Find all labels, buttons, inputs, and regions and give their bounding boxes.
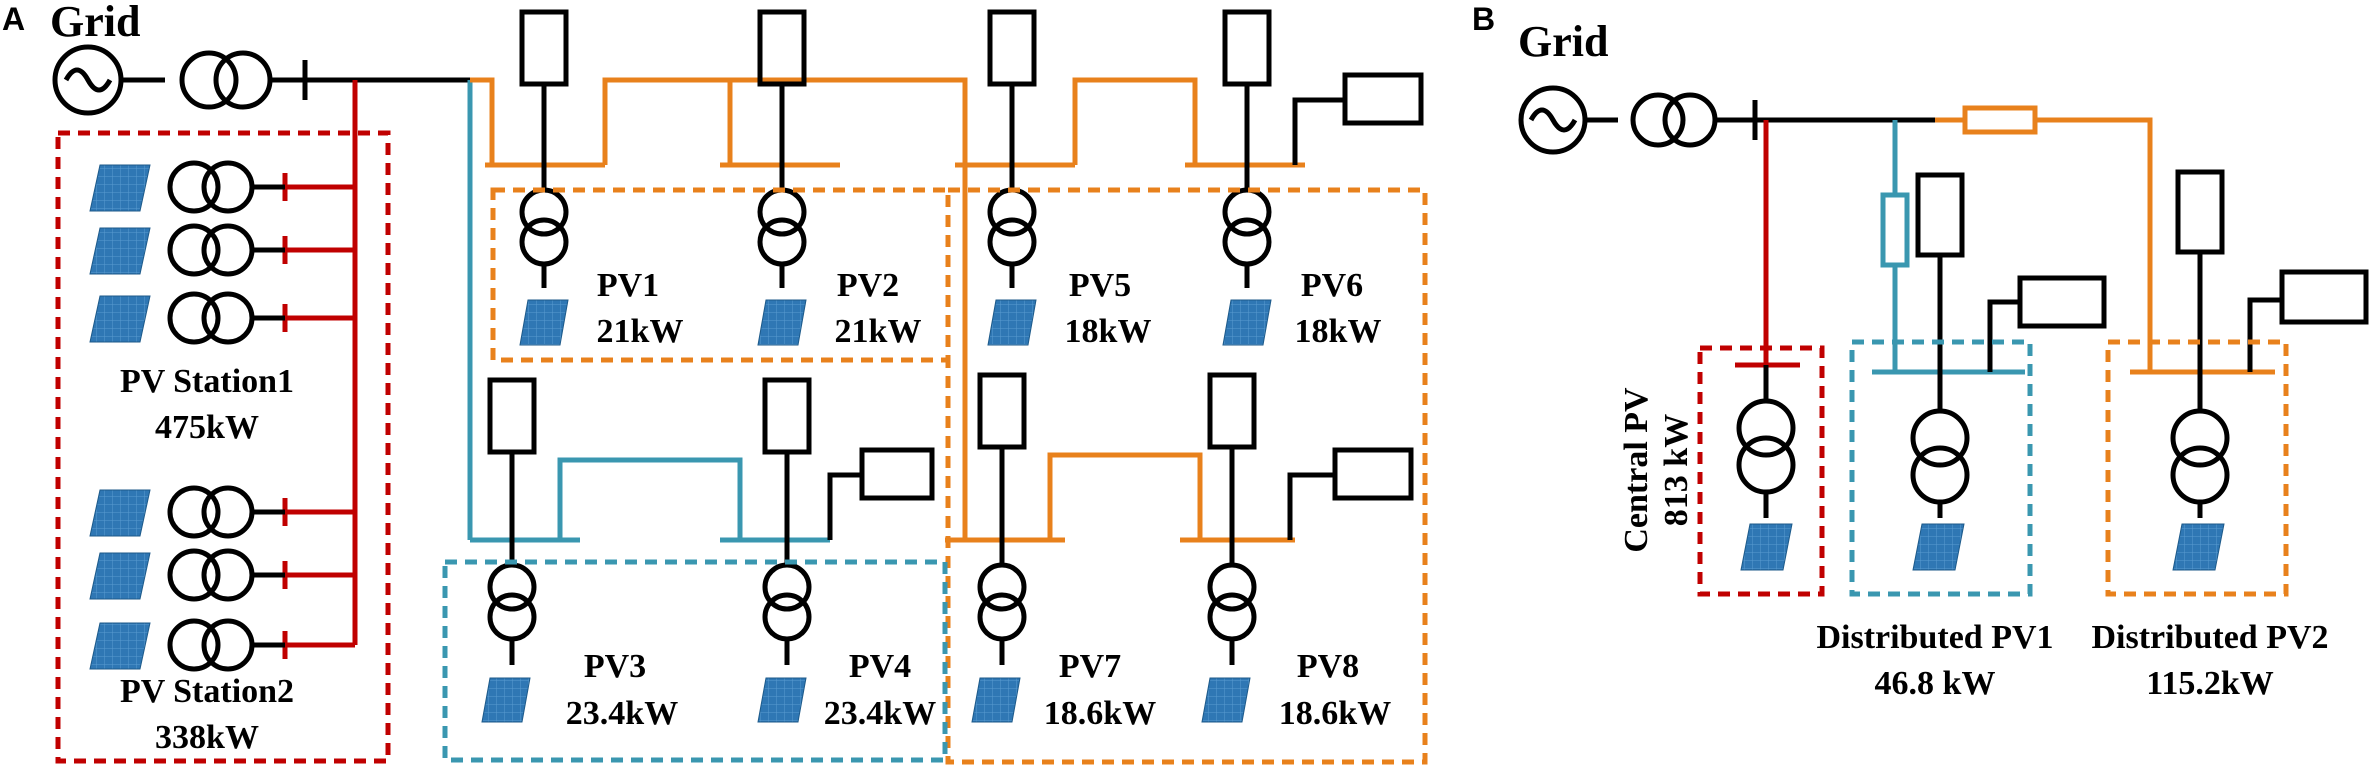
pv-power: 18.6kW: [1279, 695, 1391, 732]
pv-name: PV1: [597, 267, 659, 304]
panel-a-central-station-box: [55, 130, 391, 764]
solar-panel-icon: [481, 677, 531, 723]
pv-name: PV3: [584, 648, 646, 685]
solar-panel-icon: [1740, 523, 1793, 571]
solar-panel-icon: [89, 552, 151, 600]
solar-panel-icon: [89, 295, 151, 343]
solar-panel-icon: [987, 299, 1037, 346]
panel-b-distributed2-box: [2105, 339, 2289, 597]
panel-a-letter: A: [2, 1, 25, 37]
pv-name: PV8: [1297, 648, 1359, 685]
pv-power: 23.4kW: [566, 695, 678, 732]
panel-b-central-label: Central PV 813 kW: [1618, 387, 1695, 553]
panel-b-central-box: [1697, 345, 1825, 597]
panel-a-grid-source: [52, 44, 470, 116]
solar-panel-icon: [1912, 523, 1965, 571]
panel-b-grid-label: Grid: [1518, 17, 1608, 66]
pv-name: PV7: [1059, 648, 1121, 685]
central-power: 813 kW: [1658, 414, 1695, 526]
panel-a-station2-power: 338kW: [155, 719, 259, 756]
panel-b-central-feeder: [1735, 120, 1800, 368]
panel-a-group-box-pv3-pv4: [442, 559, 948, 763]
pv-power: 23.4kW: [824, 695, 936, 732]
panel-a-group-box-pv1-pv2: [490, 187, 951, 363]
panel-a-station-units: [89, 160, 285, 672]
panel-a-bottom-substations: [487, 372, 1414, 665]
panel-a-top-pv-panels: [519, 299, 1272, 346]
pv-name: PV5: [1069, 267, 1131, 304]
pv-name: PV2: [837, 267, 899, 304]
solar-panel-icon: [1222, 299, 1272, 346]
pv-power: 21kW: [597, 313, 684, 350]
panel-a-pv-labels: PV1 21kW PV2 21kW PV5 18kW PV6 18kW PV3 …: [566, 267, 1391, 732]
panel-a-station1-power: 475kW: [155, 409, 259, 446]
panel-b-pv-panels: [1740, 523, 2225, 571]
pv-name: PV4: [849, 648, 911, 685]
dist2-name: Distributed PV2: [2091, 619, 2328, 656]
solar-panel-icon: [519, 299, 569, 346]
panel-a-bottom-pv-panels: [481, 677, 1251, 723]
panel-a-teal-feeder: [467, 80, 830, 543]
panel-a-orange-feeder-top: [470, 77, 1305, 540]
panel-b-grid-source: [1518, 85, 1935, 155]
panel-b-letter: B: [1472, 1, 1495, 37]
panel-a-group-box-pv5-8: [945, 187, 1428, 765]
solar-panel-icon: [89, 622, 151, 670]
solar-panel-icon: [757, 299, 807, 346]
dist2-power: 115.2kW: [2146, 665, 2274, 702]
panel-a-station2-name: PV Station2: [120, 673, 294, 710]
panel-a-grid-label: Grid: [50, 0, 140, 46]
panel-a-orange-feeder-bottom: [945, 452, 1295, 543]
panel-a-top-substations: [519, 9, 1424, 288]
solar-panel-icon: [89, 489, 151, 537]
panel-b-teal-feeder: [1872, 120, 2025, 375]
pv-power: 18kW: [1295, 313, 1382, 350]
dist1-power: 46.8 kW: [1875, 665, 1996, 702]
pv-power: 21kW: [835, 313, 922, 350]
pv-name: PV6: [1301, 267, 1363, 304]
solar-panel-icon: [2172, 523, 2225, 571]
pv-power: 18kW: [1065, 313, 1152, 350]
solar-panel-icon: [1201, 677, 1251, 723]
solar-panel-icon: [971, 677, 1021, 723]
pv-power: 18.6kW: [1044, 695, 1156, 732]
solar-panel-icon: [757, 677, 807, 723]
solar-panel-icon: [89, 164, 151, 212]
central-name: Central PV: [1618, 387, 1655, 553]
panel-a-station1-name: PV Station1: [120, 363, 294, 400]
solar-panel-icon: [89, 227, 151, 275]
dist1-name: Distributed PV1: [1816, 619, 2053, 656]
panel-a-central-feeder: [282, 80, 358, 659]
panel-b-distributed1-box: [1849, 339, 2033, 597]
panel-b-units: [1736, 169, 2369, 518]
